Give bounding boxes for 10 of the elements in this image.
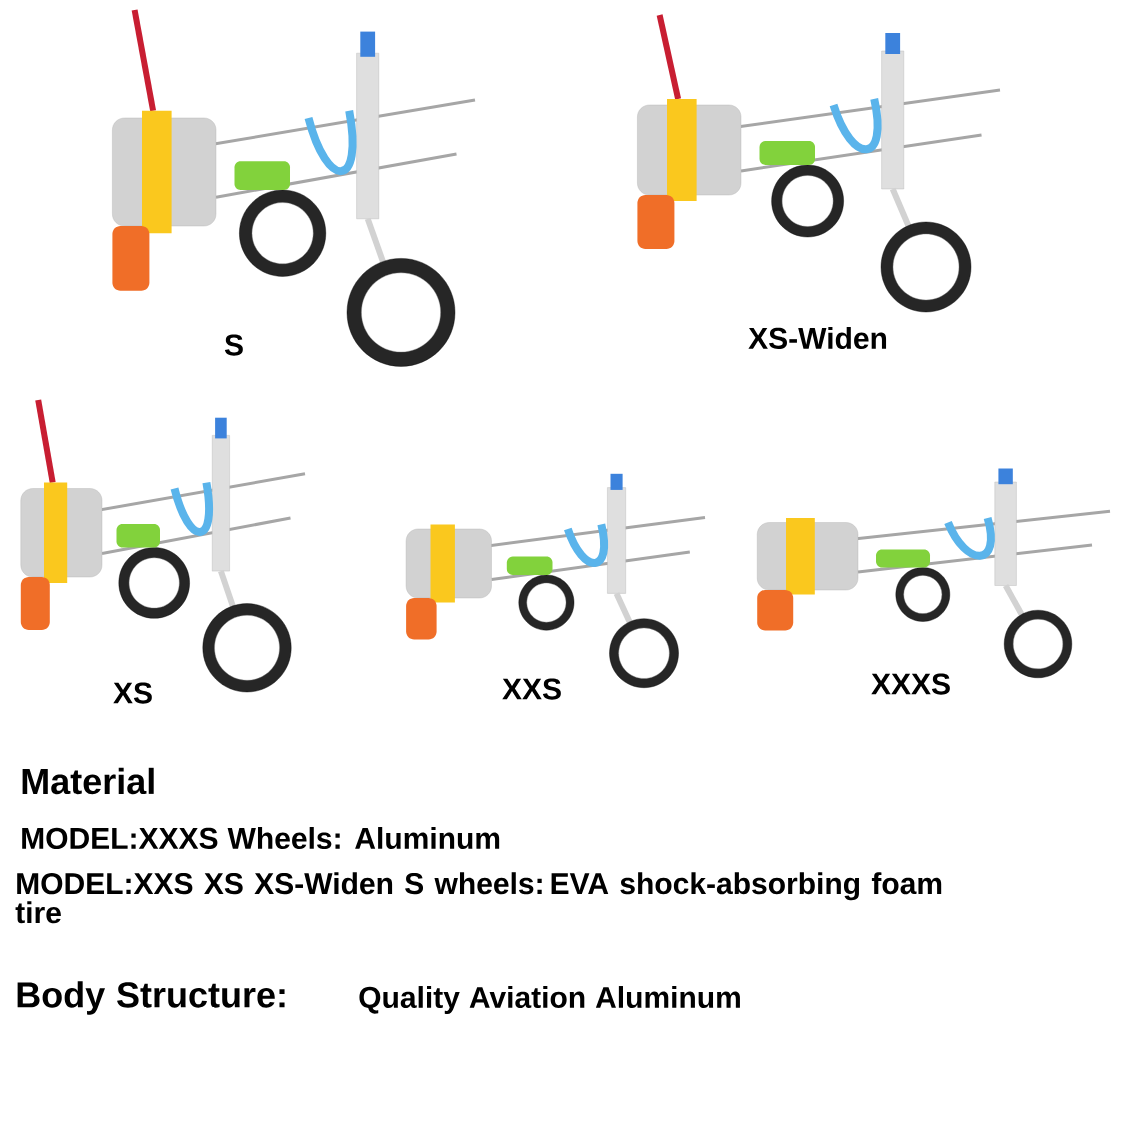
label-text: Quality Aviation Aluminum [359,986,740,1014]
label-text: XXXS [871,673,950,695]
label-text: Material [22,767,154,795]
label-text: XS [113,682,152,704]
label-text: XXS [502,678,561,700]
label-text: MODEL:XXXS Wheels: Aluminum [22,827,500,850]
label-text: XS-Widen [748,327,887,349]
label-text: Body Structure: [17,981,285,1015]
label-text: MODEL:XXS XS XS-Widen S wheels: EVA shock-absorbing foam tire [15,872,942,924]
label-text: S [224,334,243,356]
